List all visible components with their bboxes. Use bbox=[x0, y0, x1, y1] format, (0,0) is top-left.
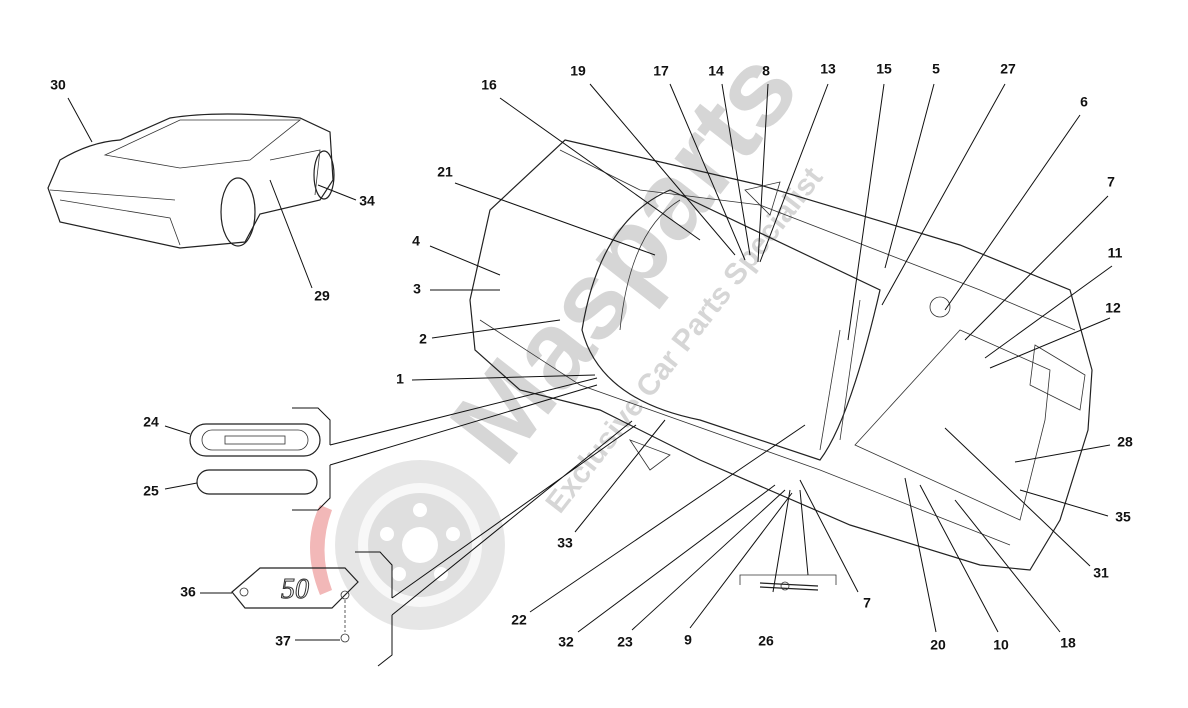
callout-2: 2 bbox=[419, 331, 427, 347]
callout-14: 14 bbox=[708, 63, 724, 79]
callout-1: 1 bbox=[396, 371, 404, 387]
callout-33: 33 bbox=[557, 535, 573, 551]
clip-26 bbox=[739, 574, 837, 591]
callout-11: 11 bbox=[1108, 245, 1123, 261]
callout-32: 32 bbox=[558, 634, 574, 650]
callout-28: 28 bbox=[1117, 434, 1133, 450]
callout-15: 15 bbox=[876, 61, 892, 77]
car-top-view bbox=[469, 139, 1093, 571]
car-perspective-view bbox=[47, 113, 335, 249]
callout-19: 19 bbox=[570, 63, 586, 79]
callout-37: 37 bbox=[275, 633, 291, 649]
callout-20: 20 bbox=[930, 637, 946, 653]
callout-24: 24 bbox=[143, 414, 159, 430]
callout-3: 3 bbox=[413, 281, 421, 297]
callout-18: 18 bbox=[1060, 635, 1076, 651]
callout-25: 25 bbox=[143, 483, 159, 499]
callout-6: 6 bbox=[1080, 94, 1088, 110]
brake-disc-logo bbox=[310, 460, 505, 630]
leader-lines bbox=[67, 83, 1113, 641]
callout-29: 29 bbox=[314, 288, 330, 304]
callout-12: 12 bbox=[1105, 300, 1121, 316]
callout-21: 21 bbox=[437, 164, 453, 180]
callout-35: 35 bbox=[1115, 509, 1131, 525]
callout-7-bottom: 7 bbox=[863, 595, 871, 611]
callout-7-top: 7 bbox=[1107, 174, 1115, 190]
callout-31: 31 bbox=[1093, 565, 1109, 581]
callout-labels: 30 34 29 16 19 17 14 8 13 15 5 27 6 7 11… bbox=[50, 61, 1133, 653]
emblem-25 bbox=[196, 469, 318, 495]
callout-4: 4 bbox=[412, 233, 420, 249]
callout-22: 22 bbox=[511, 612, 527, 628]
callout-16: 16 bbox=[481, 77, 497, 93]
callout-30: 30 bbox=[50, 77, 66, 93]
callout-9: 9 bbox=[684, 632, 692, 648]
emblem-24 bbox=[189, 423, 321, 457]
callout-36: 36 bbox=[180, 584, 196, 600]
callout-34: 34 bbox=[359, 193, 375, 209]
callout-10: 10 bbox=[993, 637, 1009, 653]
callout-5: 5 bbox=[932, 61, 940, 77]
callout-17: 17 bbox=[653, 63, 669, 79]
callout-8: 8 bbox=[762, 63, 770, 79]
badge-text: 50 bbox=[281, 574, 309, 605]
callout-26: 26 bbox=[758, 633, 774, 649]
badge-36: 50 bbox=[231, 567, 359, 643]
callout-23: 23 bbox=[617, 634, 633, 650]
callout-13: 13 bbox=[820, 61, 836, 77]
callout-27: 27 bbox=[1000, 61, 1016, 77]
